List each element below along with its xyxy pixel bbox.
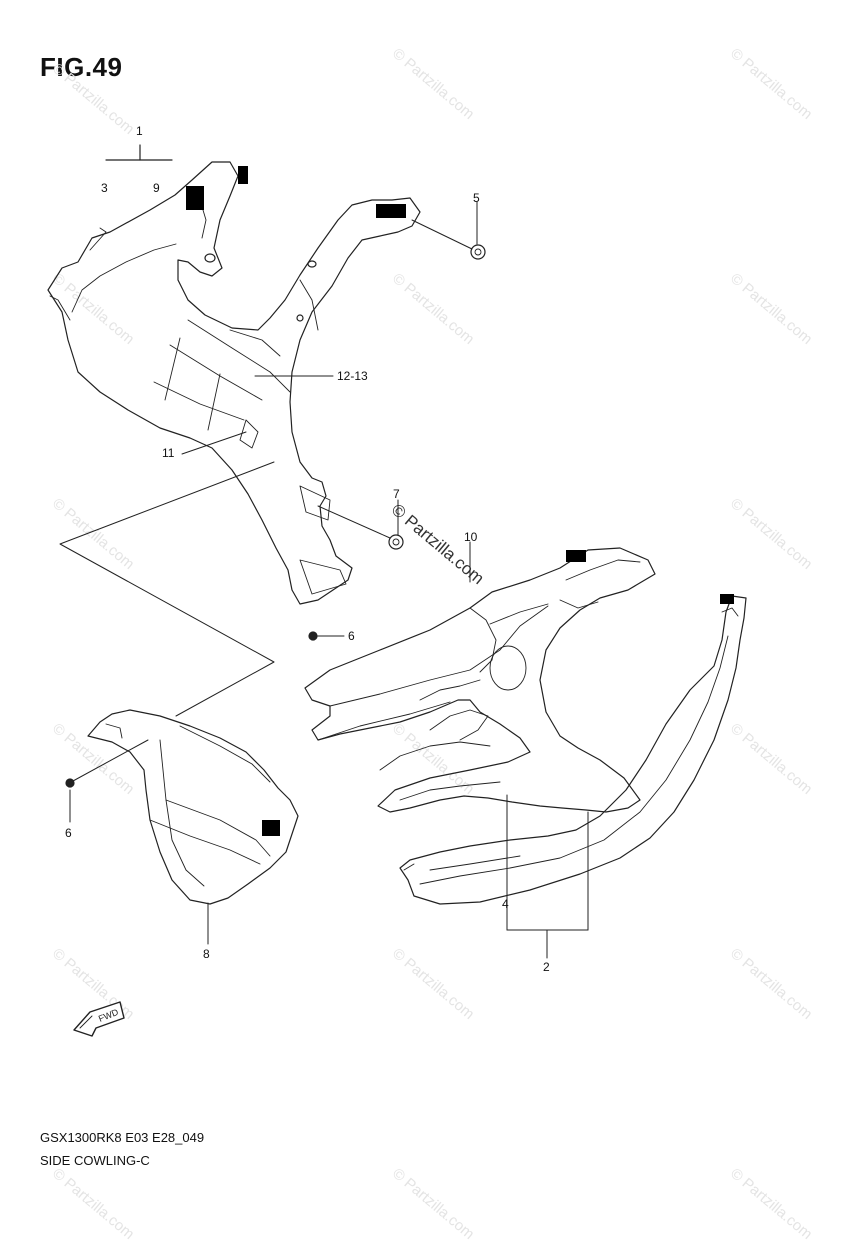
part-nut-5 — [470, 244, 486, 260]
part-inner-panel — [47, 161, 421, 605]
part-lower-left-cover — [87, 709, 299, 905]
callout-1: 1 — [136, 124, 143, 138]
callout-6: 6 — [65, 826, 72, 840]
parts-diagram: FWD — [47, 144, 747, 1037]
callout-7: 7 — [393, 487, 400, 501]
callout-3: 3 — [101, 181, 108, 195]
callout-11: 11 — [162, 446, 175, 460]
callout-4: 4 — [502, 897, 509, 911]
diagram-name: SIDE COWLING-C — [40, 1153, 150, 1168]
callout-2: 2 — [543, 960, 550, 974]
callout-9: 9 — [153, 181, 160, 195]
assembly-outline — [59, 461, 275, 717]
callout-6: 6 — [348, 629, 355, 643]
part-screw-6b — [65, 778, 75, 788]
part-lower-cover — [399, 594, 747, 905]
model-code: GSX1300RK8 E03 E28_049 — [40, 1130, 205, 1145]
leader-lines — [69, 201, 589, 959]
part-side-cowling — [304, 547, 656, 813]
figure-title: FIG.49 — [40, 52, 123, 82]
part-nut-7 — [388, 534, 404, 550]
callout-10: 10 — [464, 530, 478, 544]
callout-12-13: 12-13 — [337, 369, 368, 383]
callout-8: 8 — [203, 947, 210, 961]
group-bracket-1 — [105, 144, 173, 161]
callout-5: 5 — [473, 191, 480, 205]
fwd-arrow-icon — [73, 1001, 125, 1037]
